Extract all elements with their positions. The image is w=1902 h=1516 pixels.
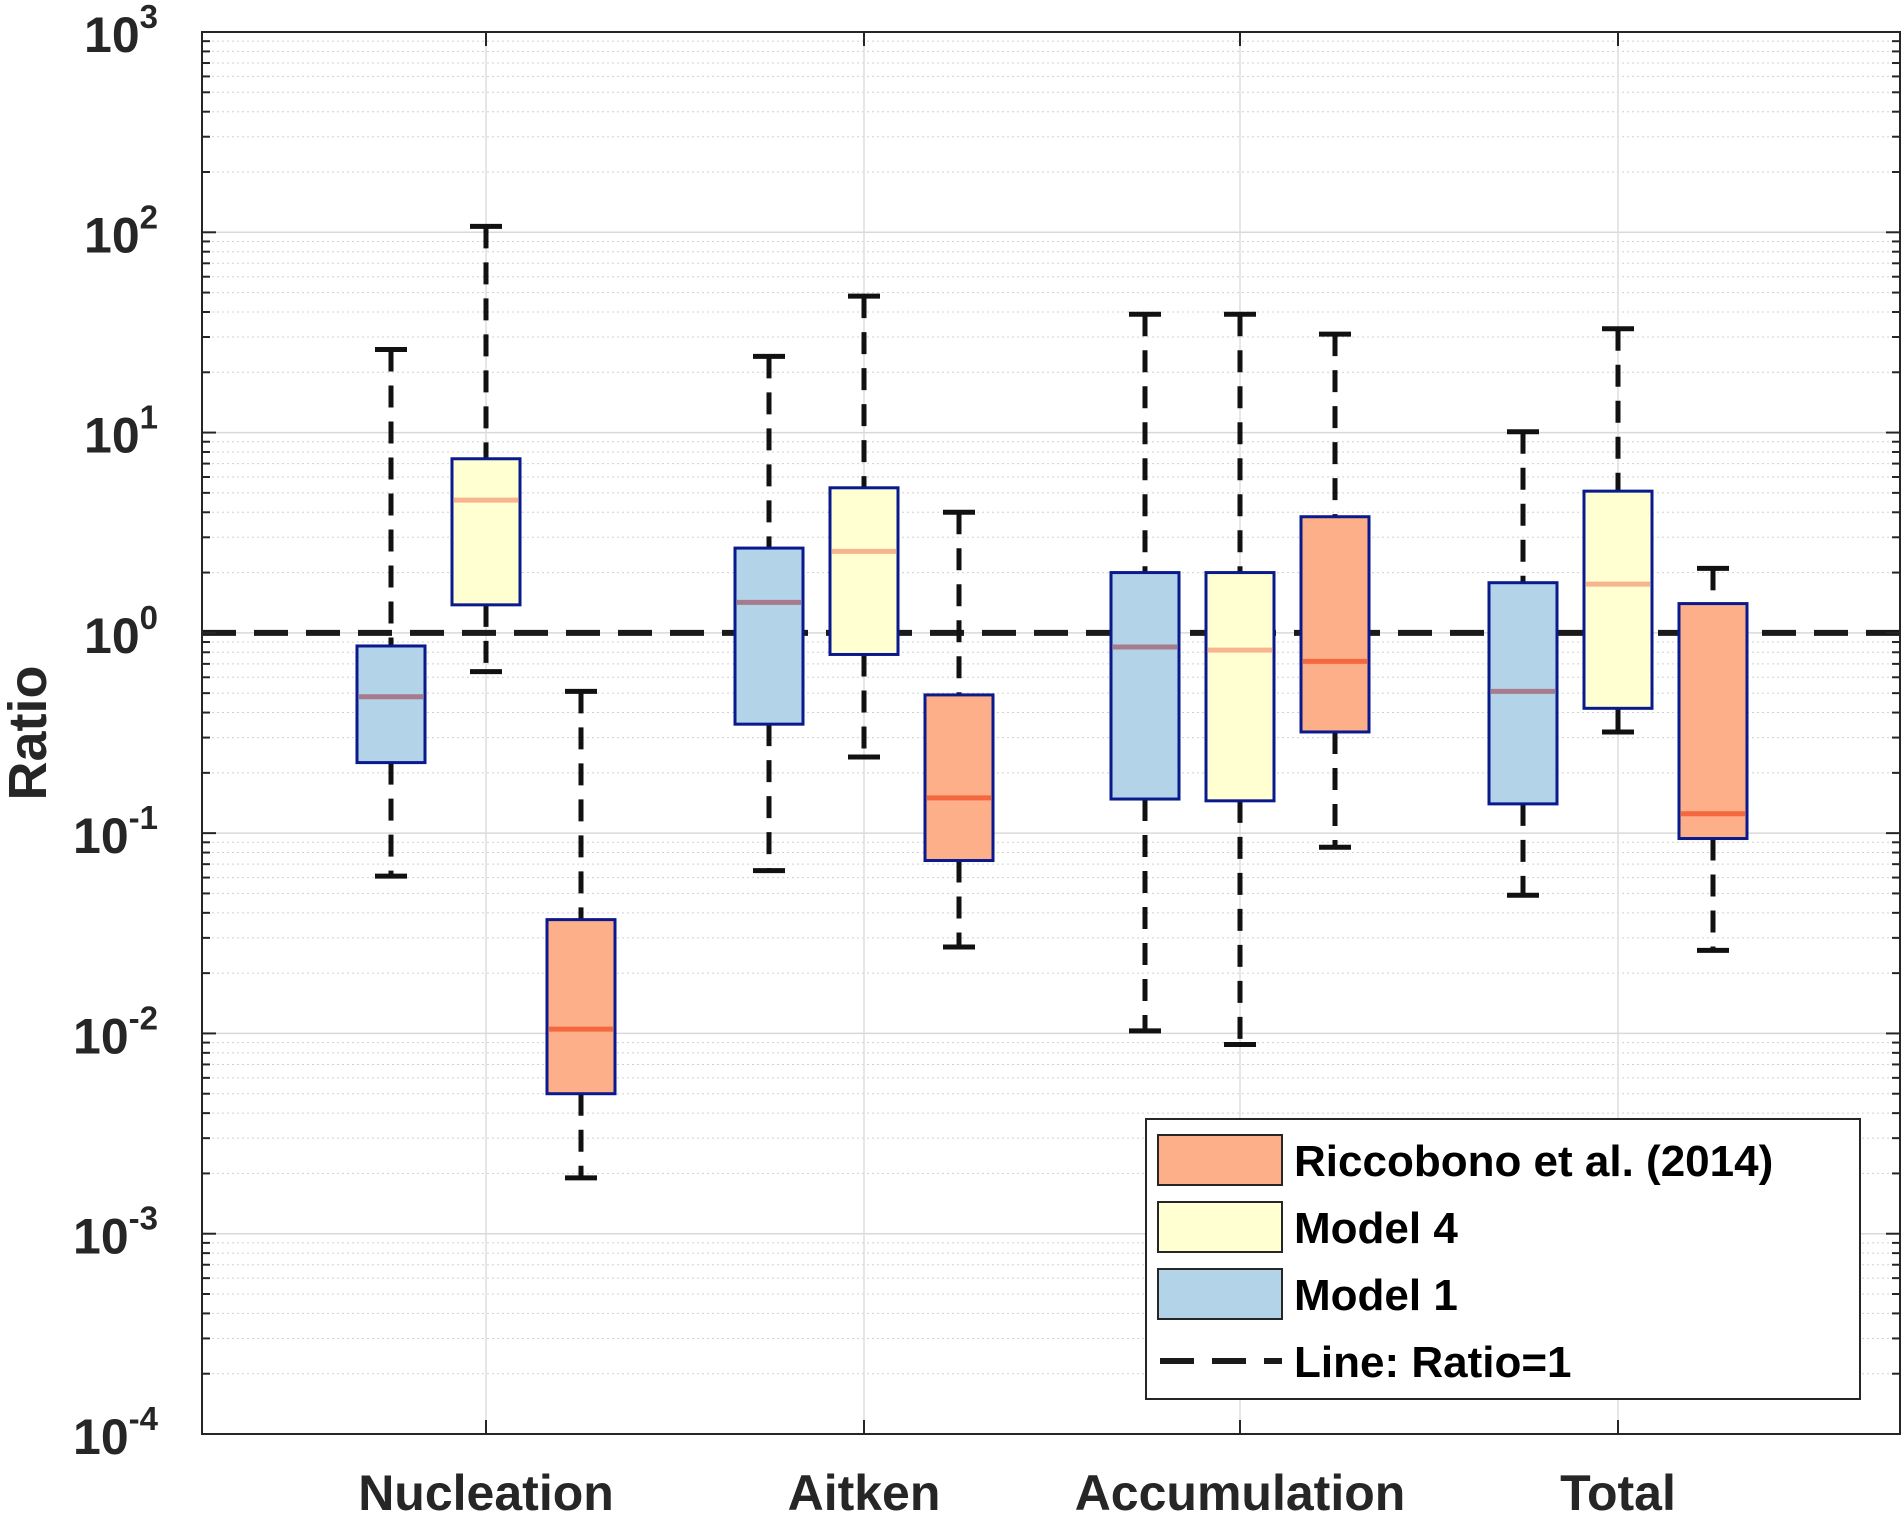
- x-tick-label: Nucleation: [358, 1465, 614, 1516]
- box-accumulation: [1109, 311, 1181, 1034]
- y-tick-labels: 10-4 10-3 10-2 10-1 100 101 102 103: [73, 0, 159, 1465]
- plot-frame: [201, 31, 1901, 1435]
- y-tick-label: 102: [84, 198, 158, 263]
- legend-label: Model 4: [1294, 1204, 1458, 1253]
- box-body: [1204, 571, 1276, 803]
- y-tick-label: 10-2: [73, 999, 158, 1064]
- box-accumulation: [1299, 331, 1371, 850]
- box-body: [1677, 602, 1749, 841]
- box-total: [1677, 565, 1749, 953]
- legend-label: Riccobono et al. (2014): [1294, 1137, 1773, 1186]
- x-tick-label: Aitken: [788, 1465, 941, 1516]
- legend-label: Line: Ratio=1: [1294, 1338, 1572, 1387]
- legend-item: Model 4: [1157, 1201, 1458, 1253]
- series-model-1: [355, 311, 1559, 1034]
- box-body: [733, 546, 805, 726]
- legend-swatch: [1157, 1268, 1283, 1320]
- y-axis-label: Ratio: [0, 666, 58, 801]
- box-body: [828, 486, 900, 656]
- legend-label: Model 1: [1294, 1271, 1458, 1320]
- box-body: [1109, 571, 1181, 801]
- box-series: [355, 223, 1749, 1181]
- box-nucleation: [545, 688, 617, 1181]
- box-body: [450, 457, 522, 607]
- box-body: [545, 918, 617, 1096]
- y-tick-label: 103: [84, 0, 158, 63]
- legend: Riccobono et al. (2014) Model 4 Model 1 Lin…: [1145, 1118, 1861, 1400]
- box-total: [1487, 429, 1559, 898]
- y-tick-label: 10-3: [73, 1200, 158, 1265]
- box-total: [1582, 326, 1654, 735]
- x-tick-label: Accumulation: [1075, 1465, 1406, 1516]
- box-body: [923, 693, 995, 863]
- legend-swatch: [1157, 1134, 1283, 1186]
- box-body: [355, 644, 427, 765]
- y-tick-label: 10-4: [73, 1400, 159, 1465]
- y-tick-label: 10-1: [73, 799, 158, 864]
- x-tick-label: Total: [1560, 1465, 1676, 1516]
- y-tick-label: 101: [84, 399, 158, 464]
- series-riccobono-et-al-2014-: [545, 331, 1749, 1181]
- box-body: [1582, 489, 1654, 710]
- box-accumulation: [1204, 311, 1276, 1048]
- legend-swatch: [1157, 1201, 1283, 1253]
- legend-item: Model 1: [1157, 1268, 1458, 1320]
- box-aitken: [923, 509, 995, 950]
- box-aitken: [828, 293, 900, 760]
- box-nucleation: [355, 346, 427, 879]
- y-tick-label: 100: [84, 599, 158, 664]
- legend-item: Riccobono et al. (2014): [1157, 1134, 1773, 1186]
- box-aitken: [733, 353, 805, 874]
- legend-item: Line: Ratio=1: [1160, 1338, 1572, 1387]
- series-model-4: [450, 223, 1654, 1048]
- x-tick-labels: Nucleation Aitken Accumulation Total: [358, 1465, 1676, 1516]
- box-nucleation: [450, 223, 522, 675]
- box-body: [1299, 515, 1371, 734]
